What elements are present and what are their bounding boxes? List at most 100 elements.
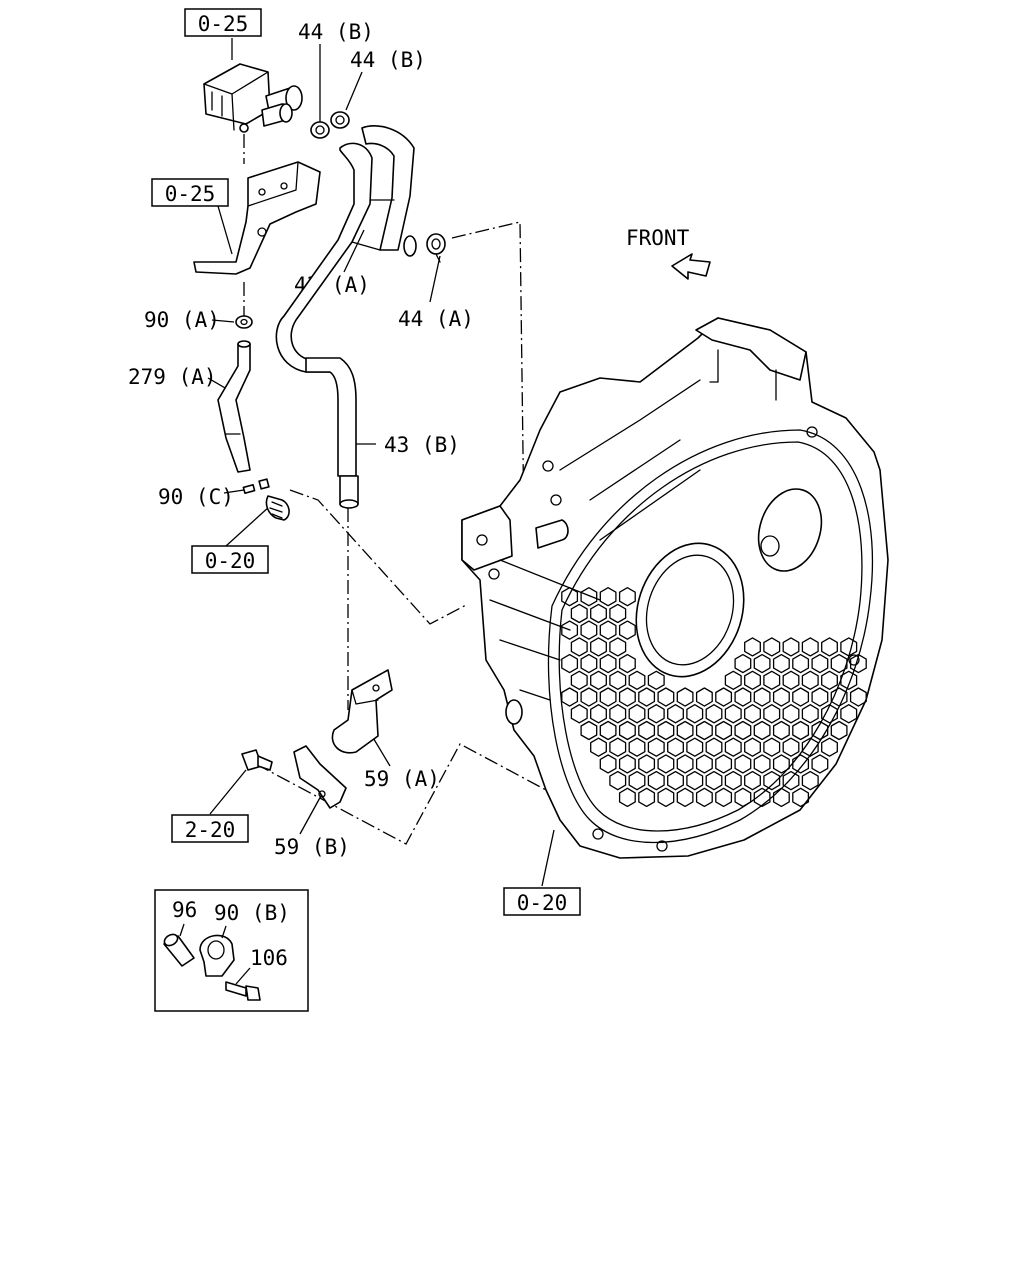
grille-cell [657, 720, 675, 741]
grille-cell [830, 653, 848, 674]
bolt-part[interactable] [241, 749, 273, 771]
ref-box-bracket[interactable]: 0-25 [151, 178, 229, 207]
grille-cell [772, 687, 790, 707]
collar-96-part[interactable] [162, 923, 195, 967]
grille-cell [734, 653, 752, 674]
grille-cell [840, 637, 858, 657]
grille-cell [811, 720, 829, 741]
hose-43a-part[interactable] [275, 125, 417, 373]
ref-box-housing[interactable]: 0-20 [503, 887, 581, 916]
callout-90a[interactable]: 90 (A) [144, 308, 220, 332]
inset-label-106[interactable]: 106 [250, 946, 288, 970]
clip-90c-part[interactable] [242, 478, 270, 494]
flywheel-housing-part[interactable] [461, 317, 889, 859]
clamp-90b-part[interactable] [199, 925, 235, 977]
grille-cell [618, 620, 636, 640]
grille-cell [686, 770, 704, 791]
grille-cell [792, 653, 810, 674]
grille-cell [561, 587, 579, 607]
callout-90c[interactable]: 90 (C) [158, 485, 234, 509]
callout-44b-1[interactable]: 44 (B) [298, 20, 374, 44]
grille-cell [772, 720, 790, 741]
grille-cell [561, 687, 579, 707]
grille-cell [676, 687, 694, 707]
ref-box-top-actuator[interactable]: 0-25 [184, 8, 262, 37]
grille-cell [676, 754, 694, 774]
callout-44b-2[interactable]: 44 (B) [350, 48, 426, 72]
grille-cell [618, 653, 636, 674]
hose-43b-part[interactable] [305, 357, 359, 509]
grille-cell [705, 704, 723, 724]
grille-cell [590, 704, 607, 724]
grille-cell [734, 687, 752, 707]
grille-cell [830, 687, 848, 707]
clip-44a-part[interactable] [426, 233, 446, 263]
callout-43b[interactable]: 43 (B) [384, 433, 460, 457]
grille-cell [753, 754, 771, 774]
grille-cell [763, 770, 781, 791]
ref-label: 0-20 [205, 549, 256, 573]
grille-cell [647, 770, 665, 791]
grille-cell [590, 603, 607, 624]
grille-cell [772, 754, 790, 774]
grille-cell [763, 637, 781, 657]
grille-cell [772, 787, 790, 808]
callout-59a[interactable]: 59 (A) [364, 767, 440, 791]
bolt-106-part[interactable] [225, 967, 261, 1001]
bracket-59b-part[interactable] [293, 745, 347, 809]
grille-cell [570, 637, 588, 657]
grille-cell [763, 737, 781, 757]
grille-cell [561, 653, 579, 674]
grille-cell [821, 737, 838, 757]
grille-cell [821, 670, 838, 690]
inset-label-90b[interactable]: 90 (B) [214, 901, 290, 925]
grille-cell [618, 754, 636, 774]
grille-cell [840, 704, 858, 724]
grille-cell [715, 787, 733, 808]
union-part[interactable] [265, 495, 290, 521]
grille-cell [599, 620, 617, 640]
grille-cell [753, 720, 771, 741]
grille-cell [599, 687, 617, 707]
grille-cell [753, 653, 771, 674]
grille-cell [811, 687, 829, 707]
grille-cell [801, 637, 819, 657]
callout-59b[interactable]: 59 (B) [274, 835, 350, 859]
clip-44b-part[interactable] [310, 111, 350, 139]
grille-cell [609, 770, 627, 791]
grille-cell [570, 670, 588, 690]
front-label: FRONT [626, 226, 690, 250]
grille-cell [811, 754, 829, 774]
pipe-279a-part[interactable] [217, 340, 251, 473]
grille-cell [676, 787, 694, 808]
grille-cell [705, 737, 723, 757]
inset-label-96[interactable]: 96 [172, 898, 197, 922]
actuator-part[interactable] [203, 63, 303, 133]
grille-cell [667, 737, 684, 757]
grille-cell [695, 687, 713, 707]
ref-box-union[interactable]: 0-20 [191, 545, 269, 574]
callout-44a[interactable]: 44 (A) [398, 307, 474, 331]
clamp-90a-part[interactable] [235, 315, 253, 329]
grille-cell [695, 787, 713, 808]
grille-cell [782, 704, 800, 724]
ref-box-bolt[interactable]: 2-20 [171, 814, 249, 843]
grille-cell [715, 754, 733, 774]
grille-cell [580, 720, 598, 741]
grille-cell [599, 653, 617, 674]
grille-cell [638, 787, 656, 808]
grille-cell [734, 787, 752, 808]
callout-279a[interactable]: 279 (A) [128, 365, 217, 389]
housing-grille [561, 587, 867, 808]
grille-cell [782, 737, 800, 757]
grille-cell [647, 704, 665, 724]
ref-label: 0-25 [165, 182, 216, 206]
bracket-part[interactable] [193, 161, 321, 275]
grille-cell [840, 670, 858, 690]
grille-cell [734, 754, 752, 774]
grille-cell [590, 670, 607, 690]
grille-cell [580, 587, 598, 607]
grille-cell [667, 704, 684, 724]
bracket-59a-part[interactable] [331, 669, 393, 754]
